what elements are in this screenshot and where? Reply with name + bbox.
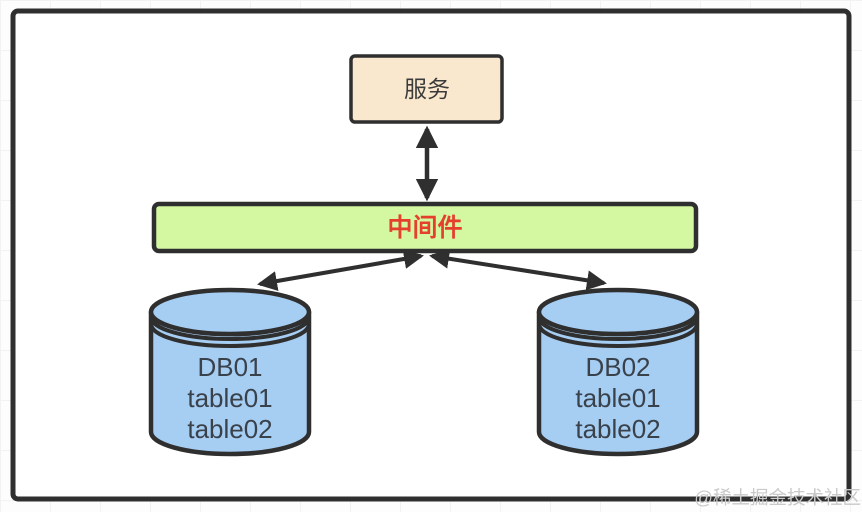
- middleware-bar: [151, 201, 699, 254]
- db01-table01-label: table01: [187, 383, 272, 413]
- service-label: 服务: [404, 76, 450, 102]
- db02-cylinder: DB02 table01 table02: [536, 287, 700, 457]
- db02-cylinder-top: [536, 287, 700, 337]
- db01-cylinder: DB01 table01 table02: [148, 287, 312, 457]
- db02-name-label: DB02: [585, 352, 650, 382]
- db02-table02-label: table02: [575, 414, 660, 444]
- db01-cylinder-top: [148, 287, 312, 337]
- middleware-db02-arrow: [429, 248, 607, 291]
- db01-name-label: DB01: [197, 352, 262, 382]
- db02-cylinder-rings: [537, 316, 699, 348]
- middleware-label: 中间件: [387, 214, 462, 242]
- db02-table01-label: table01: [575, 383, 660, 413]
- service-box: [349, 54, 504, 124]
- watermark-text: @稀土掘金技术社区: [694, 487, 861, 508]
- middleware-db01-arrow: [257, 249, 424, 291]
- db01-table02-label: table02: [187, 414, 272, 444]
- db01-cylinder-rings: [149, 316, 311, 348]
